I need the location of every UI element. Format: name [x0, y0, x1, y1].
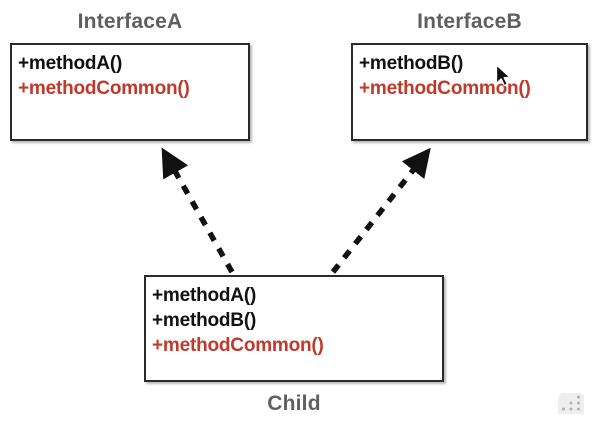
method-row: +methodCommon() [359, 78, 531, 99]
method-row: +methodA() [152, 285, 257, 306]
class-caption-interface-b: InterfaceB [417, 10, 522, 33]
class-box-child[interactable]: +methodA() +methodB() +methodCommon() [144, 275, 444, 382]
method-row: +methodA() [18, 53, 123, 74]
method-row: +methodB() [359, 53, 464, 74]
method-row: +methodCommon() [152, 335, 324, 356]
method-row: +methodB() [152, 310, 257, 331]
class-caption-interface-a: InterfaceA [77, 10, 183, 33]
resize-grip-icon[interactable] [554, 388, 588, 418]
realization-arrow-child-to-interfacea [160, 147, 235, 274]
mouse-pointer-icon [495, 64, 511, 87]
method-row: +methodCommon() [18, 78, 190, 99]
class-box-interface-a[interactable]: +methodA() +methodCommon() [10, 43, 250, 141]
realization-arrow-child-to-interfaceb [330, 147, 432, 274]
class-box-interface-b[interactable]: +methodB() +methodCommon() [351, 43, 588, 141]
class-caption-child: Child [267, 392, 321, 415]
